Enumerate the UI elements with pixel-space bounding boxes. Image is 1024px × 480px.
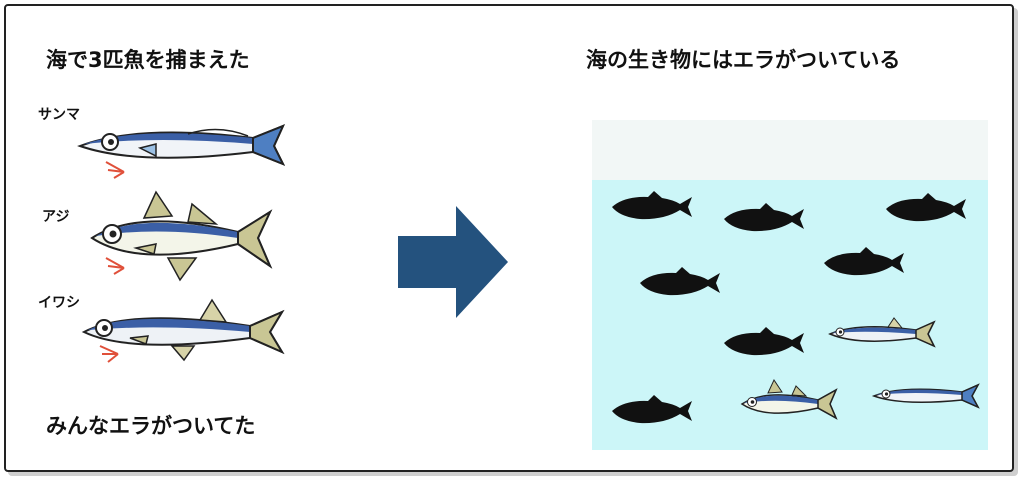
horse-mackerel-small-icon [740,378,838,420]
saury-icon [77,124,286,179]
fish-silhouette-icon [724,327,804,356]
fish-label-sardine: イワシ [38,295,80,311]
sardine-icon [81,298,285,363]
sea-illustration [592,120,988,450]
fish-silhouette-icon [886,193,966,222]
sky-band [592,120,988,180]
fish-silhouette-icon [640,267,720,296]
fish-label-horse-mackerel: アジ [42,209,70,225]
sardine-small-icon [828,317,936,348]
fish-silhouette-icon [824,247,904,276]
fish-label-saury: サンマ [38,107,80,123]
fish-silhouette-icon [612,395,692,424]
fish-silhouette-icon [724,203,804,232]
right-arrow-icon [398,206,508,318]
right-title: 海の生き物にはエラがついている [586,48,901,72]
left-title: 海で3匹魚を捕まえた [46,48,250,72]
left-conclusion: みんなエラがついてた [46,414,256,438]
horse-mackerel-icon [90,190,273,282]
fish-silhouette-icon [612,191,692,220]
saury-small-icon [871,383,980,409]
